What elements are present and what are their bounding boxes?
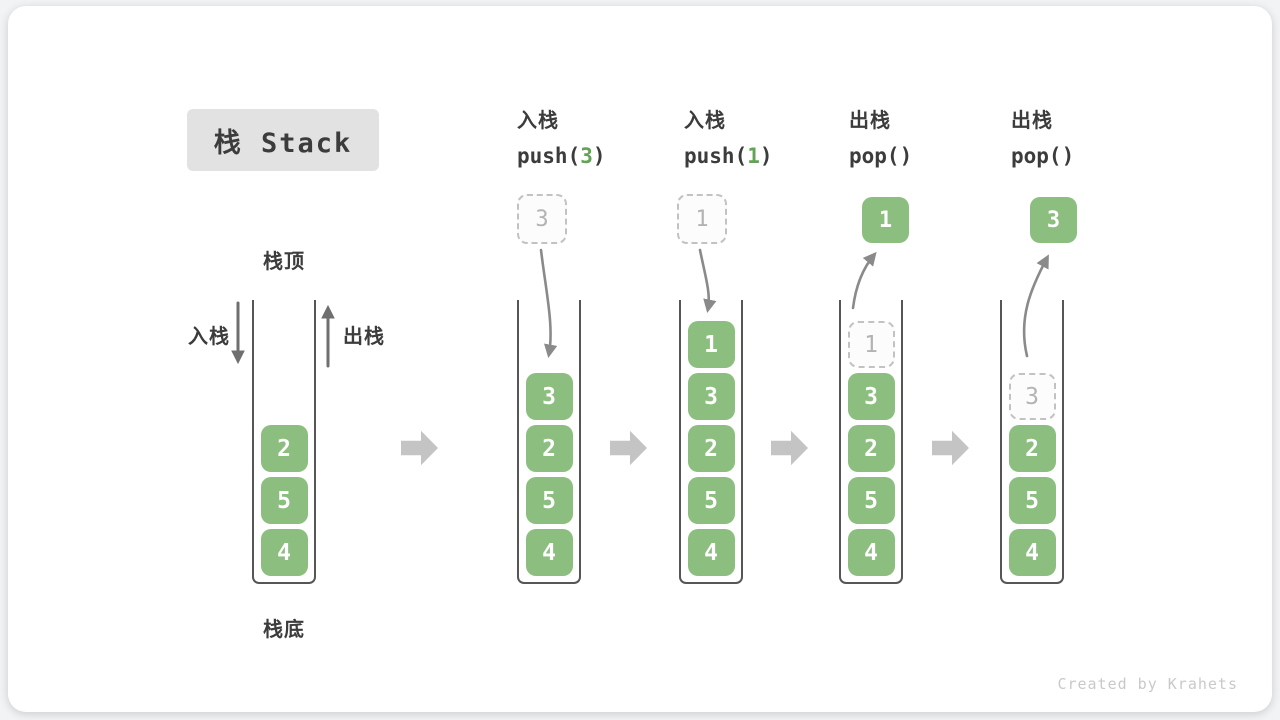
stack-item: 3 [687, 373, 735, 420]
credit-text: Created by Krahets [1057, 675, 1238, 693]
op-label-pop-2: 出栈 pop() [1011, 107, 1074, 170]
op-name: 出栈 [849, 108, 891, 132]
stack-top-label: 栈顶 [263, 249, 305, 273]
stack-container-after-pop-3: 3 2 5 4 [1000, 300, 1064, 584]
pop-direction-label: 出栈 [343, 324, 385, 348]
stack-item: 5 [260, 477, 308, 524]
op-label-push-3: 入栈 push(3) [517, 107, 606, 170]
push-direction-label: 入栈 [188, 324, 230, 348]
stack-item: 4 [847, 529, 895, 576]
code-pre: push( [517, 144, 581, 168]
stack-container-after-push-1: 1 3 2 5 4 [679, 300, 743, 584]
stack-item: 2 [687, 425, 735, 472]
code-arg: 1 [747, 144, 760, 168]
incoming-item: 3 [517, 194, 567, 244]
op-name: 入栈 [517, 108, 559, 132]
op-name: 出栈 [1011, 108, 1053, 132]
stack-container-after-push-3: 3 2 5 4 [517, 300, 581, 584]
stack-item: 4 [1008, 529, 1056, 576]
code-pre: push( [684, 144, 748, 168]
op-code: push(1) [684, 142, 773, 170]
stack-item: 5 [847, 477, 895, 524]
stack-item: 4 [260, 529, 308, 576]
stack-item: 2 [1008, 425, 1056, 472]
title-badge: 栈 Stack [187, 109, 379, 171]
stack-item: 2 [260, 425, 308, 472]
stack-item: 3 [525, 373, 573, 420]
stack-item: 5 [687, 477, 735, 524]
stack-item: 5 [525, 477, 573, 524]
op-label-pop-1: 出栈 pop() [849, 107, 912, 170]
code-post: ) [592, 144, 606, 168]
op-code: pop() [849, 142, 912, 170]
stack-item: 2 [525, 425, 573, 472]
stack-item: 3 [847, 373, 895, 420]
popped-item: 3 [1030, 197, 1077, 243]
stack-item-ghost: 3 [1008, 373, 1056, 420]
stack-item: 1 [687, 321, 735, 368]
incoming-item: 1 [677, 194, 727, 244]
stack-container-initial: 2 5 4 [252, 300, 316, 584]
stack-item-ghost: 1 [847, 321, 895, 368]
code-pre: pop() [849, 144, 913, 168]
op-code: push(3) [517, 142, 606, 170]
code-arg: 3 [580, 144, 593, 168]
stack-item: 5 [1008, 477, 1056, 524]
code-pre: pop() [1011, 144, 1075, 168]
stack-bottom-label: 栈底 [263, 617, 305, 641]
op-label-push-1: 入栈 push(1) [684, 107, 773, 170]
stack-item: 2 [847, 425, 895, 472]
stack-item: 4 [687, 529, 735, 576]
op-name: 入栈 [684, 108, 726, 132]
code-post: ) [759, 144, 773, 168]
popped-item: 1 [862, 197, 909, 243]
stack-container-after-pop-1: 1 3 2 5 4 [839, 300, 903, 584]
title-text: 栈 Stack [213, 127, 353, 159]
op-code: pop() [1011, 142, 1074, 170]
stack-item: 4 [525, 529, 573, 576]
